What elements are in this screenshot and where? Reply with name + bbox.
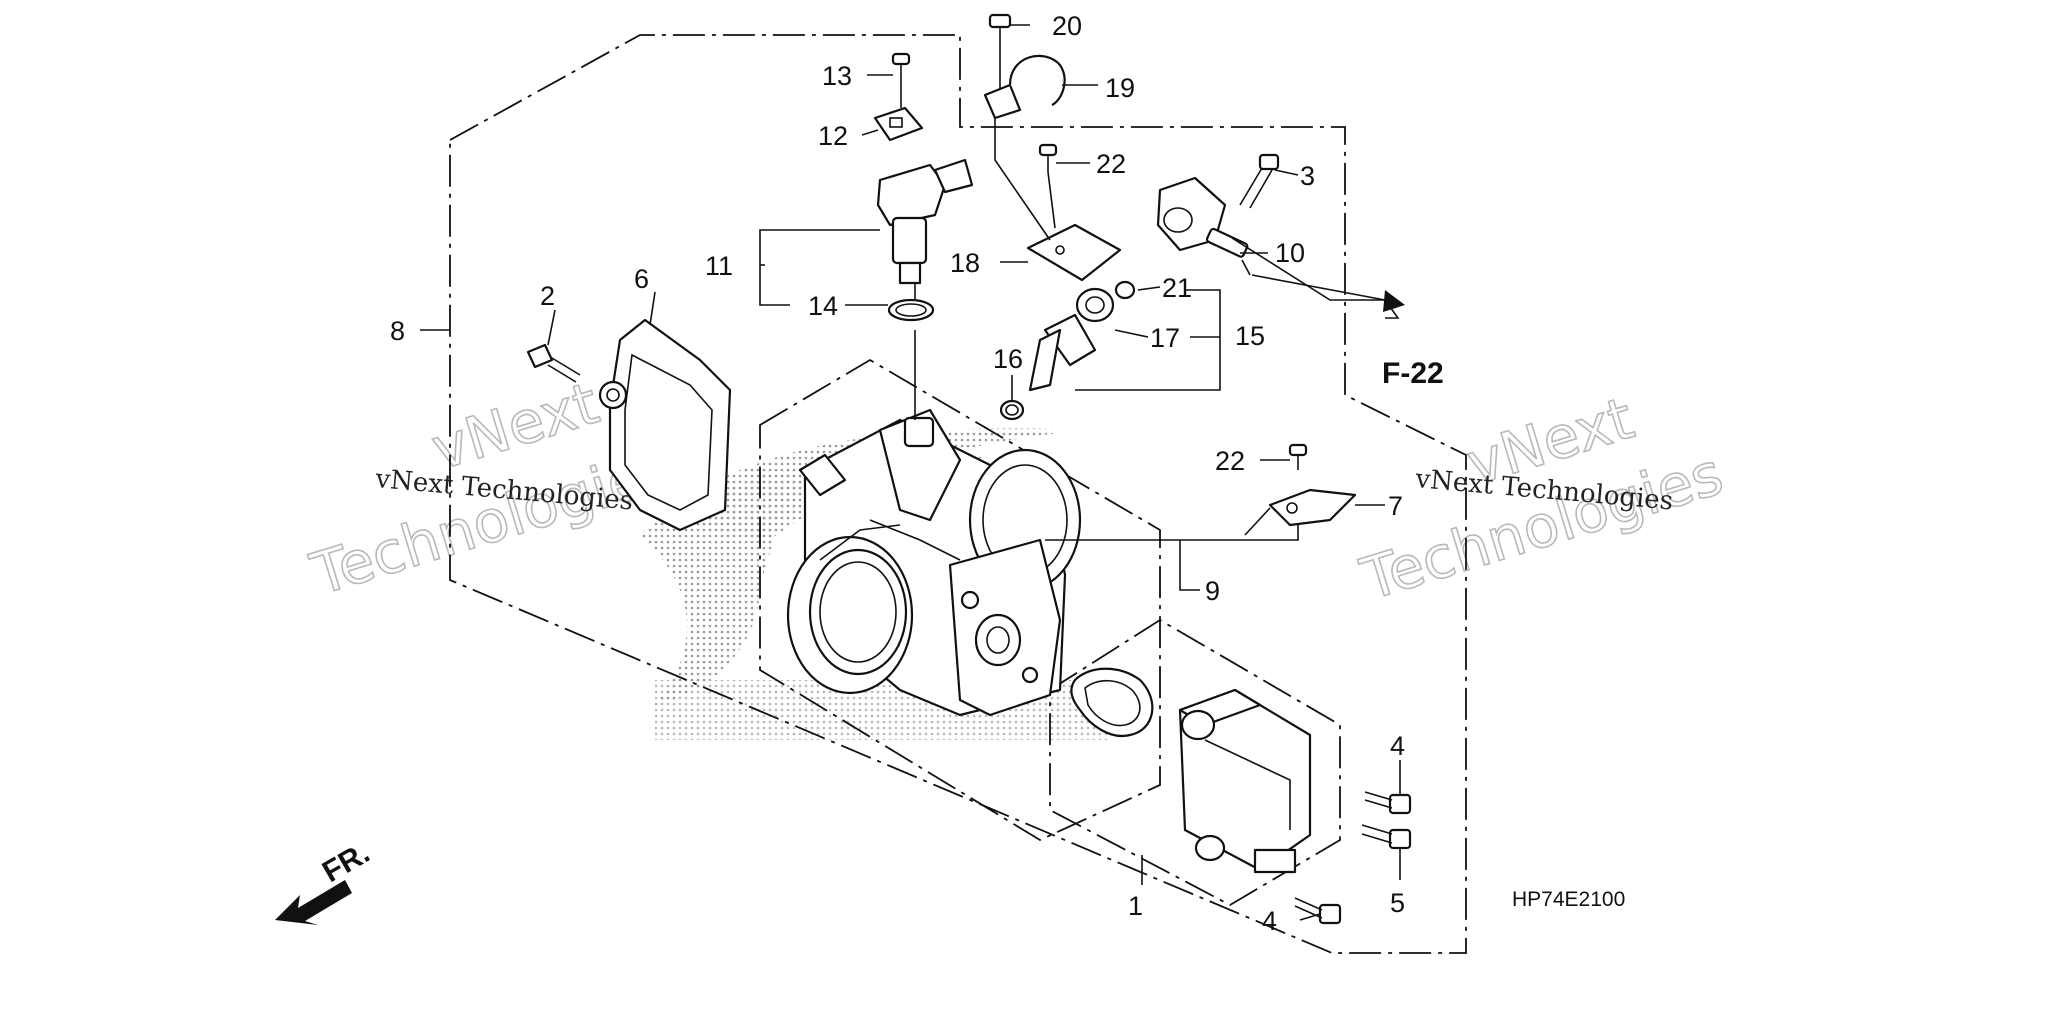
bolt-part-4-upper (1364, 791, 1412, 815)
clamp-part-19 (983, 54, 1066, 120)
callout-5: 5 (1390, 888, 1405, 918)
spring-part-16 (999, 399, 1025, 421)
plate-part-7 (1268, 488, 1357, 527)
sensor-part-11 (876, 158, 974, 285)
callout-9: 9 (1205, 576, 1220, 606)
o-ring-part-14 (887, 298, 935, 322)
callout-12: 12 (818, 121, 848, 151)
callout-1: 1 (1128, 891, 1143, 921)
throttle-body (786, 330, 1082, 717)
o-ring-part-21 (1114, 280, 1136, 300)
callout-11: 11 (705, 251, 733, 281)
callout-21: 21 (1162, 273, 1192, 303)
injector-part-15 (1028, 313, 1097, 392)
callout-3: 3 (1300, 161, 1315, 191)
sensor-group-boundary (1049, 618, 1341, 907)
assembly-boundary (449, 34, 1467, 954)
bolt-part-4-lower (1294, 897, 1342, 925)
front-marker: FR. (317, 836, 375, 889)
plate-part-18 (1026, 223, 1122, 282)
callout-6: 6 (634, 264, 649, 294)
callout-20: 20 (1052, 11, 1082, 41)
callout-4-upper: 4 (1390, 731, 1405, 761)
callout-2: 2 (540, 281, 555, 311)
seal-ring-part (1070, 667, 1154, 738)
callout-22-lower: 22 (1215, 446, 1245, 476)
bolt-part-5 (1361, 824, 1412, 850)
callout-14: 14 (808, 291, 838, 321)
grommet-part-17 (1075, 287, 1115, 323)
injector-part-10 (1156, 176, 1251, 276)
screw-part-22-lower (1288, 443, 1308, 470)
screw-part-13 (891, 52, 911, 85)
reference-arrow (1251, 274, 1405, 312)
reference-f22: F-22 (1382, 357, 1444, 390)
bolt-part-2 (526, 343, 581, 383)
callout-7: 7 (1388, 491, 1403, 521)
bolt-part-3 (1239, 153, 1280, 209)
callout-17: 17 (1150, 323, 1180, 353)
callout-13: 13 (822, 61, 852, 91)
callout-10: 10 (1275, 238, 1305, 268)
callout-4-lower: 4 (1262, 906, 1277, 936)
throttle-body-group-boundary (759, 358, 1161, 842)
bolt-part-20 (988, 13, 1012, 48)
front-direction-arrow (275, 880, 352, 925)
callout-19: 19 (1105, 73, 1135, 103)
callout-16: 16 (993, 344, 1023, 374)
callout-15: 15 (1235, 321, 1265, 351)
cover-bracket-part (598, 318, 732, 532)
callout-18: 18 (950, 248, 980, 278)
screw-part-22-upper (1038, 143, 1058, 172)
callout-22-upper: 22 (1096, 149, 1126, 179)
plate-part-12 (873, 106, 924, 142)
callout-8: 8 (390, 316, 405, 346)
diagram-code: HP74E2100 (1512, 888, 1625, 911)
throttle-position-sensor (1178, 688, 1312, 874)
leader-lines (420, 24, 1401, 921)
